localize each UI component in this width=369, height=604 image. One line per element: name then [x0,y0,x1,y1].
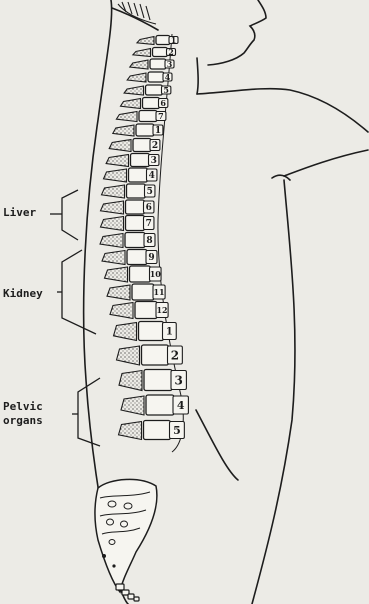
thoracic-vertebra-number: 4 [149,171,155,181]
cervical-vertebra [146,85,163,95]
kidney-bracket [57,250,96,334]
cervical-vertebra-number: 2 [168,47,174,57]
spinous-process [114,323,137,341]
spinous-process [106,155,128,167]
cervical-vertebra [143,98,160,109]
cervical-vertebra-number: 4 [165,72,171,82]
cervical-vertebra [153,48,168,57]
lumbar-vertebra-number: 1 [166,327,173,338]
lumbar-vertebra-number: 5 [173,424,181,437]
thoracic-vertebra-number: 5 [147,187,153,197]
liver-label: Liver [3,206,36,219]
cervical-vertebra [156,36,170,45]
thoracic-vertebra-number: 7 [146,219,152,229]
lumbar-vertebra [144,370,172,391]
spinous-process [109,140,131,152]
thoracic-vertebra-number: 8 [146,236,152,246]
lumbar-vertebra [146,395,174,415]
belly-line [196,410,238,480]
sacrum [95,479,157,592]
spinous-process [119,371,142,391]
thoracic-vertebra [126,200,145,214]
liver-bracket [50,190,78,240]
thoracic-vertebra [133,139,151,152]
thoracic-vertebra [127,250,147,265]
cervical-vertebra-number: 6 [160,98,166,108]
spinous-process [116,112,137,122]
lumbar-vertebra-number: 2 [171,348,179,362]
cervical-vertebra [139,111,157,122]
spinous-process [130,60,148,69]
spinous-process [102,185,125,198]
front-neck-line [197,58,198,94]
cervical-vertebra-number: 1 [171,35,177,45]
face-profile [208,0,266,65]
arm-stub [272,175,290,180]
thoracic-vertebra [135,302,157,319]
spinous-process [124,86,143,95]
thoracic-vertebra [127,184,146,198]
thoracic-vertebra-number: 9 [148,253,154,263]
thoracic-vertebra-number: 12 [156,305,167,315]
lumbar-vertebra [142,345,169,365]
spinous-process [133,49,151,57]
thoracic-vertebra [130,266,151,282]
thoracic-vertebra-number: 1 [155,126,161,136]
cervical-vertebra-number: 3 [167,59,173,69]
lumbar-vertebra [144,421,171,440]
pelvic-label: Pelvic [3,400,43,413]
spinous-process [104,169,127,182]
shoulder-line [197,89,368,132]
lumbar-vertebra [139,322,164,341]
thoracic-vertebra [132,284,154,300]
thoracic-vertebra [136,124,154,136]
spinous-process [137,37,154,45]
spinous-process [101,201,124,214]
head-base-line [112,8,158,30]
thoracic-vertebra-number: 2 [152,141,158,151]
thoracic-vertebra [126,216,145,231]
kidney-label: Kidney [3,287,43,300]
spinous-process [100,234,123,248]
arm-line [284,150,368,176]
front-torso-line [252,180,295,604]
spinous-process [119,422,142,440]
spinous-process [101,217,124,231]
thoracic-vertebra-number: 6 [146,203,152,213]
lumbar-vertebra-number: 3 [175,373,183,387]
cervical-vertebra-number: 7 [158,111,164,121]
thoracic-vertebra-number: 10 [150,269,162,279]
spinous-process [121,99,141,109]
spinous-process [110,303,133,319]
spinous-process [102,251,125,265]
cervical-vertebra [150,59,166,69]
lumbar-vertebra-number: 4 [177,399,185,412]
spinous-process [107,285,130,300]
cervical-vertebra-number: 5 [163,85,169,95]
spinous-process [105,267,128,282]
thoracic-vertebra [125,233,145,248]
spinous-process [121,396,144,415]
thoracic-vertebra [131,154,150,167]
cervical-vertebra [148,72,164,82]
thoracic-vertebra-number: 11 [153,287,164,297]
thoracic-vertebra [129,168,148,182]
spinous-process [117,346,140,365]
organs-label: organs [3,414,43,427]
spinous-process [113,125,134,136]
spinous-process [127,73,146,82]
thoracic-vertebra-number: 3 [151,156,157,166]
